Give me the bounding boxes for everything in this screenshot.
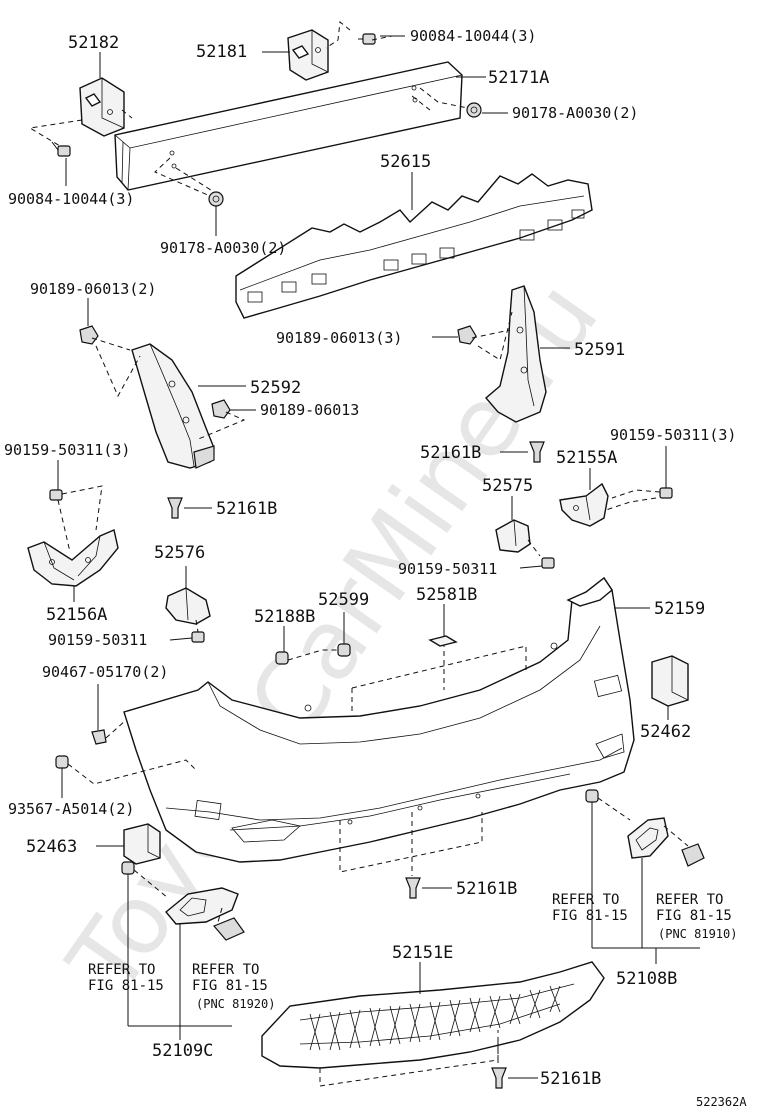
label-52182[interactable]: 52182 [68,33,119,53]
lamp-cover-left [212,917,245,941]
ref-left-b-line1[interactable]: REFER TO [192,962,259,978]
clip-right-bezel [585,789,599,803]
grommet-52188B [275,651,289,665]
ref-right-b-line1[interactable]: REFER TO [656,892,723,908]
bolt-90084-top [358,33,376,45]
label-52462[interactable]: 52462 [640,722,691,742]
bracket-52575 [495,519,531,553]
diagram-id: 522362A [696,1095,747,1109]
label-52592[interactable]: 52592 [250,378,301,398]
ref-right-pnc: (PNC 81910) [658,927,737,941]
ref-left-b-line2[interactable]: FIG 81-15 [192,978,268,994]
clip-52161B-center [405,877,421,899]
label-90178-left[interactable]: 90178-A0030(2) [160,239,286,257]
clip-90467 [91,729,107,745]
clip-52599 [337,643,351,657]
label-52591[interactable]: 52591 [574,340,625,360]
bracket-52156A [27,529,119,587]
label-52576[interactable]: 52576 [154,543,205,563]
label-90159-lower[interactable]: 90159-50311 [48,631,147,649]
clip-52161B-left [167,497,183,519]
bolt-90159-mid [541,557,555,569]
lamp-cover-right [681,843,705,867]
bracket-52155A [559,482,609,527]
bezel-52108B [627,817,669,859]
label-93567[interactable]: 93567-A5014(2) [8,800,134,818]
clip-90189-left [79,325,99,345]
energy-absorber [235,173,593,319]
ref-left-a-line2[interactable]: FIG 81-15 [88,978,164,994]
bolt-90159-lower [191,631,205,643]
pad-52463 [123,823,161,865]
label-90189-left2[interactable]: 90189-06013(2) [30,280,156,298]
label-52161B-left[interactable]: 52161B [216,499,277,519]
nut-90178-right [466,102,482,118]
pad-52462 [651,655,689,707]
clip-left-bezel [121,861,135,875]
label-52155A[interactable]: 52155A [556,448,617,468]
label-90189-single[interactable]: 90189-06013 [260,401,359,419]
clip-52161B-bottom [491,1067,507,1089]
label-52188B[interactable]: 52188B [254,607,315,627]
label-90084-left[interactable]: 90084-10044(3) [8,190,134,208]
label-52171A[interactable]: 52171A [488,68,549,88]
bolt-90159-right [659,487,673,499]
label-52599[interactable]: 52599 [318,590,369,610]
label-52581B[interactable]: 52581B [416,585,477,605]
bumper-reinforcement [114,61,463,191]
ref-right-a-line2[interactable]: FIG 81-15 [552,908,628,924]
label-90178-right[interactable]: 90178-A0030(2) [512,104,638,122]
ref-left-pnc: (PNC 81920) [196,997,275,1011]
label-90159-right3[interactable]: 90159-50311(3) [610,426,736,444]
lower-grille [261,961,605,1069]
label-52615[interactable]: 52615 [380,152,431,172]
retainer-52592 [131,343,215,469]
ref-right-b-line2[interactable]: FIG 81-15 [656,908,732,924]
label-52161B-bottom[interactable]: 52161B [540,1069,601,1089]
bolt-90084-left [51,141,71,157]
seal-52581B [428,635,458,647]
label-52108B[interactable]: 52108B [616,969,677,989]
label-52159[interactable]: 52159 [654,599,705,619]
label-52109C[interactable]: 52109C [152,1041,213,1061]
clip-93567 [55,755,69,769]
label-52575[interactable]: 52575 [482,476,533,496]
bumper-cover [123,576,635,863]
bracket-52182 [79,77,125,137]
bezel-52109C [165,887,239,925]
label-90084-top[interactable]: 90084-10044(3) [410,27,536,45]
clip-52161B-right [529,441,545,463]
ref-left-a-line1[interactable]: REFER TO [88,962,155,978]
label-52463[interactable]: 52463 [26,837,77,857]
bracket-52181 [287,29,329,81]
label-52156A[interactable]: 52156A [46,605,107,625]
label-52181[interactable]: 52181 [196,42,247,62]
label-90159-left3[interactable]: 90159-50311(3) [4,441,130,459]
grille-mesh [309,985,561,1051]
label-52151E[interactable]: 52151E [392,943,453,963]
clip-90189-single [211,399,231,419]
label-90189-mid3[interactable]: 90189-06013(3) [276,329,402,347]
label-90467[interactable]: 90467-05170(2) [42,663,168,681]
clip-90189-mid [457,325,477,345]
retainer-52591 [485,285,547,423]
label-52161B-right[interactable]: 52161B [420,443,481,463]
nut-90178-left [208,191,224,207]
bolt-90159-left [49,489,63,501]
label-90159-mid[interactable]: 90159-50311 [398,560,497,578]
bracket-52576 [165,587,211,625]
ref-right-a-line1[interactable]: REFER TO [552,892,619,908]
label-52161B-center[interactable]: 52161B [456,879,517,899]
